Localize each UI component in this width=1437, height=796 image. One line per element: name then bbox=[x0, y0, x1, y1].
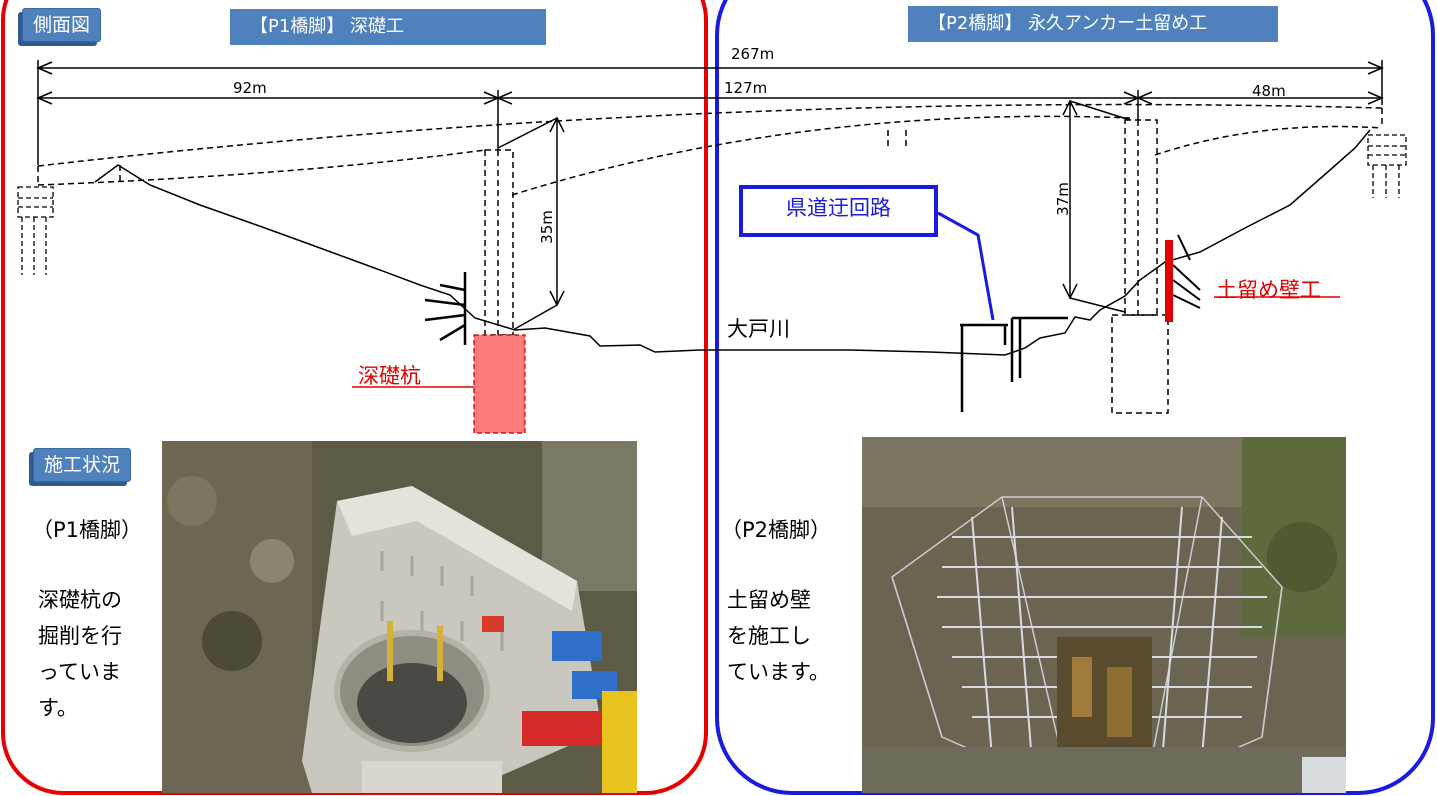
construction-status-tab: 施工状況 bbox=[33, 448, 132, 482]
river-label: 大戸川 bbox=[727, 317, 790, 341]
p2-description: （P2橋脚） 土留め壁 を施工し ています。 bbox=[721, 512, 831, 690]
p1-description-line: 掘削を行 bbox=[38, 624, 122, 648]
bridge-girder bbox=[37, 103, 1383, 196]
retaining-wall-label: 土留め壁工 bbox=[1216, 278, 1321, 302]
side-view-tab: 側面図 bbox=[22, 8, 102, 42]
p1-description: （P1橋脚） 深礎杭の 掘削を行 っていま す。 bbox=[32, 512, 142, 726]
p2-anchors bbox=[1172, 234, 1201, 309]
p1-description-line: っていま bbox=[38, 660, 121, 684]
p1-section-frame bbox=[1, 0, 708, 795]
p1-pier bbox=[484, 149, 514, 336]
left-abutment bbox=[17, 186, 54, 275]
detour-road-structure bbox=[960, 316, 1068, 412]
p2-section-frame bbox=[715, 0, 1435, 795]
deep-pile bbox=[473, 334, 526, 434]
p2-description-line: 土留め壁 bbox=[727, 588, 811, 612]
p1-construction-photo bbox=[162, 441, 637, 793]
dimension-span2: 127m bbox=[724, 79, 768, 97]
right-abutment bbox=[1367, 134, 1407, 198]
p1-anchors bbox=[424, 272, 467, 345]
p2-description-pier: （P2橋脚） bbox=[721, 518, 832, 542]
leader-lines bbox=[352, 211, 1340, 388]
p1-description-line: す。 bbox=[38, 696, 78, 720]
p2-description-line: ています。 bbox=[727, 660, 830, 684]
p2-construction-photo bbox=[862, 437, 1346, 793]
p1-description-line: 深礎杭の bbox=[38, 588, 122, 612]
dimension-lines bbox=[36, 60, 1384, 331]
dimension-span3: 48m bbox=[1252, 82, 1286, 100]
dimension-total: 267m bbox=[731, 45, 775, 63]
dimension-span1: 92m bbox=[233, 79, 267, 97]
retaining-wall bbox=[1165, 240, 1173, 322]
p1-section-header: 【P1橋脚】 深礎工 bbox=[230, 9, 546, 45]
detour-road-callout: 県道迂回路 bbox=[739, 185, 938, 237]
dimension-p1-height: 35m bbox=[537, 210, 556, 244]
p1-description-pier: （P1橋脚） bbox=[32, 518, 143, 542]
p2-section-header: 【P2橋脚】 永久アンカー土留め工 bbox=[908, 6, 1278, 42]
p2-description-line: を施工し bbox=[727, 624, 811, 648]
dimension-p2-height: 37m bbox=[1053, 182, 1072, 216]
deep-pile-label: 深礎杭 bbox=[358, 364, 421, 388]
